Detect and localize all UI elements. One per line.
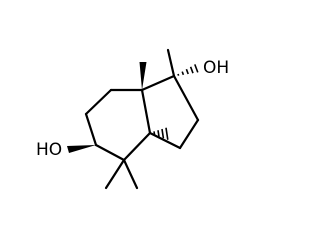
hash-c3a-1	[153, 131, 156, 136]
molecule-structure: OH HO	[36, 48, 229, 190]
hash-3	[185, 68, 189, 75]
bond-wedge-c5-oh	[67, 145, 96, 153]
bond-c3a-c7a	[140, 88, 152, 135]
hash-5	[194, 64, 199, 73]
hash-1	[177, 73, 180, 76]
bond-methyl-c4-left	[104, 158, 126, 190]
bond-c1-c2	[172, 74, 200, 122]
five-membered-ring	[140, 74, 200, 150]
bond-c4-c3a	[122, 131, 152, 162]
hydroxyl-label-left: HO	[36, 140, 62, 160]
hash-4	[189, 66, 194, 74]
bond-methyl-c4-right	[122, 158, 139, 190]
hash-2	[181, 71, 185, 76]
bond-c7a-c1	[140, 74, 176, 92]
methyl-groups	[104, 48, 176, 190]
structure-canvas: OH HO	[36, 48, 230, 190]
stereo-hash-c3a	[153, 127, 169, 140]
bond-c6-c5	[84, 112, 98, 147]
six-membered-ring	[84, 88, 152, 162]
hash-c3a-4	[165, 127, 169, 140]
hydroxyl-label-top: OH	[203, 58, 229, 78]
hydroxyl-bonds	[67, 64, 199, 153]
bond-methyl-c1	[166, 48, 176, 78]
bond-c2-c3	[178, 118, 200, 150]
bond-wedge-methyl-c7a	[139, 62, 147, 90]
bond-c7-c6	[84, 88, 113, 116]
bond-c3-c3a	[148, 131, 182, 150]
hash-c3a-2	[157, 130, 160, 137]
hash-c3a-3	[161, 128, 165, 139]
bond-c5-c4	[94, 143, 126, 162]
